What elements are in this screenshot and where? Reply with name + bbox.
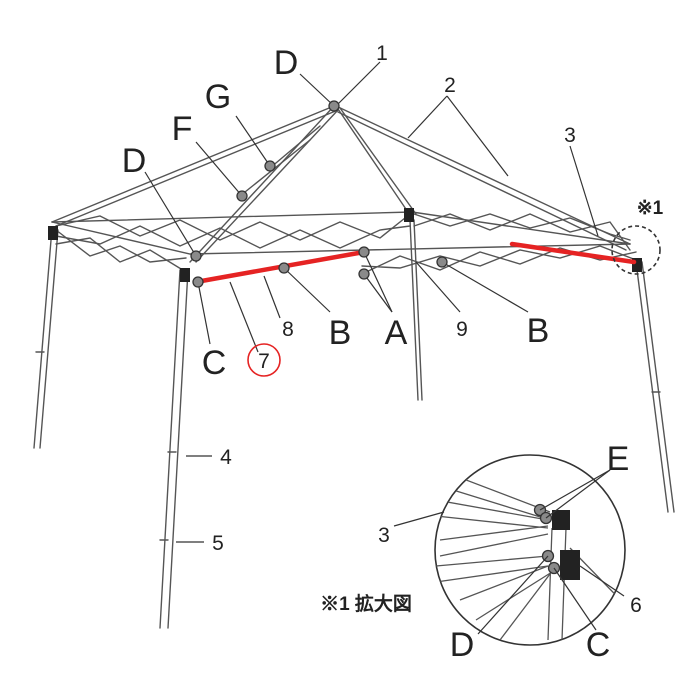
number-7-ring [247, 343, 281, 377]
joint-dots [190, 100, 448, 288]
detail-label-E: E [607, 440, 630, 478]
label-8: 8 [282, 318, 294, 341]
label-D-apex: D [274, 44, 299, 82]
detail-label-D: D [450, 626, 475, 664]
detail-caption: ※1 拡大図 [320, 592, 412, 615]
label-9: 9 [456, 318, 468, 341]
label-B-mid: B [329, 314, 352, 352]
frame-lines [33, 105, 675, 629]
label-5: 5 [212, 532, 224, 555]
label-D-left: D [122, 142, 147, 180]
label-C: C [202, 344, 227, 382]
corner-brackets [48, 208, 642, 282]
label-2: 2 [444, 74, 456, 97]
detail-view [393, 454, 626, 646]
label-1: 1 [376, 42, 388, 65]
label-4: 4 [220, 446, 232, 469]
detail-marker-circle [611, 225, 661, 275]
label-F: F [172, 110, 193, 148]
label-B-right: B [527, 312, 550, 350]
leader-lines [144, 61, 599, 543]
detail-label-C: C [586, 626, 611, 664]
label-7: 7 [258, 350, 270, 373]
label-detail-mark: ※1 [637, 198, 664, 219]
callout-labels: D 1 2 3 G F D C 7 8 B A 9 B ※1 4 5 E 3 6… [122, 42, 664, 664]
label-3: 3 [564, 124, 576, 147]
detail-label-6: 6 [630, 594, 642, 617]
detail-label-3: 3 [378, 524, 390, 547]
label-A: A [385, 314, 408, 352]
label-G: G [205, 78, 231, 116]
